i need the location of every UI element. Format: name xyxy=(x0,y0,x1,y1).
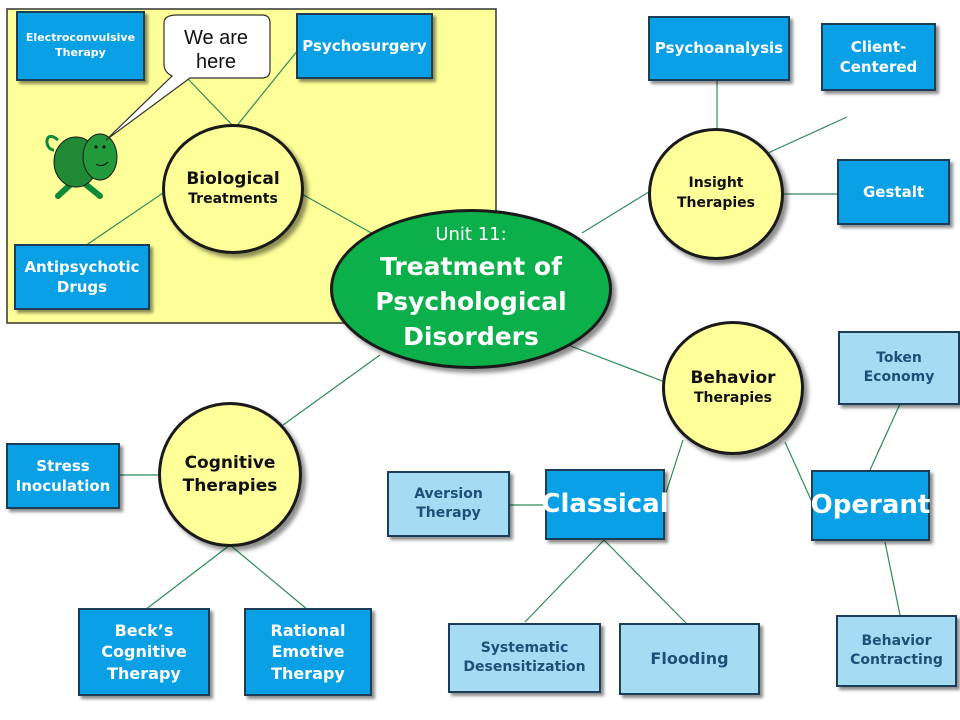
insight-label-line-2: Therapies xyxy=(676,195,755,211)
mascot-tail-icon xyxy=(45,135,59,152)
antipsychotic-label-line-1: Antipsychotic xyxy=(24,257,140,276)
behavior-contracting-label-line-1: Behavior xyxy=(861,633,932,650)
speech-callout-bubble xyxy=(105,14,271,141)
connector-behavior-operant xyxy=(784,441,813,503)
gestalt-box: Gestalt xyxy=(837,159,950,225)
mascot-eye-icon xyxy=(102,145,106,149)
gestalt-label: Gestalt xyxy=(862,182,925,201)
antipsychotic-label-line-2: Drugs xyxy=(56,278,108,296)
psychoanalysis-box: Psychoanalysis xyxy=(648,16,790,81)
classical-label: Classical xyxy=(541,488,669,519)
speech-callout: We are here xyxy=(105,14,271,141)
systematic-label-line-1: Systematic xyxy=(480,640,569,657)
rational-label-line-1: Rational xyxy=(270,620,346,640)
mascot-head-icon xyxy=(82,133,118,181)
operant-box: Operant xyxy=(811,470,930,541)
token-economy-label-line-1: Token xyxy=(876,350,922,367)
unit-title-line-3: Disorders xyxy=(403,322,539,351)
psychoanalysis-label: Psychoanalysis xyxy=(654,39,784,58)
operant-label: Operant xyxy=(810,489,931,520)
client-centered-label-line-2: Centered xyxy=(839,58,918,76)
biological-treatments-node: Biological Treatments xyxy=(162,124,304,254)
cognitive-label-line-1: Cognitive xyxy=(184,453,276,474)
green-elephant-mascot-icon xyxy=(45,133,118,199)
ect-label-line-2: Therapy xyxy=(55,46,106,59)
connector-classical-systematic xyxy=(524,539,605,623)
connector-biological-antipsychotic xyxy=(81,192,164,249)
connector-cognitive-becks xyxy=(144,544,231,611)
insight-therapies-node: Insight Therapies xyxy=(648,128,784,260)
psychosurgery-box: Psychosurgery xyxy=(296,13,433,79)
connector-center-behavior xyxy=(567,344,666,383)
callout-line-2: here xyxy=(196,51,236,73)
psychosurgery-label: Psychosurgery xyxy=(302,36,427,55)
mascot-eye-icon xyxy=(94,145,98,149)
connector-operant-contracting xyxy=(884,541,901,616)
behavior-label-line-1: Behavior xyxy=(690,368,776,389)
classical-box: Classical xyxy=(541,469,669,540)
flooding-label: Flooding xyxy=(650,649,729,669)
rational-label-line-3: Therapy xyxy=(271,663,345,683)
behavior-label-line-2: Therapies xyxy=(693,390,772,407)
mascot-leg-icon xyxy=(81,180,103,199)
cognitive-therapies-node: Cognitive Therapies xyxy=(158,402,302,547)
cognitive-label-line-2: Therapies xyxy=(182,475,278,496)
token-economy-label-line-2: Economy xyxy=(863,369,935,385)
client-centered-label-line-1: Client- xyxy=(850,37,907,56)
becks-label-line-2: Cognitive xyxy=(101,642,187,662)
unit-11-center-node: Unit 11: Treatment of Psychological Diso… xyxy=(330,209,612,369)
connector-token-operant xyxy=(869,403,901,471)
unit-number: Unit 11: xyxy=(435,224,507,245)
aversion-label-line-1: Aversion xyxy=(414,486,483,503)
connector-behavior-classical xyxy=(662,439,684,503)
insight-label-line-1: Insight xyxy=(688,175,744,192)
flooding-box: Flooding xyxy=(619,623,760,695)
connector-classical-flooding xyxy=(603,539,689,626)
mascot-leg-icon xyxy=(55,182,73,199)
connector-biological-center xyxy=(299,192,376,236)
biological-label-line-2: Treatments xyxy=(188,191,278,208)
callout-line-1: We are xyxy=(184,27,248,49)
aversion-label-line-2: Therapy xyxy=(416,505,481,521)
connectors xyxy=(81,49,901,626)
unit-title-line-1: Treatment of xyxy=(380,252,562,281)
connector-cognitive-rational xyxy=(229,544,309,611)
becks-label-line-1: Beck’s xyxy=(114,620,174,640)
unit-title-line-2: Psychological xyxy=(375,287,567,316)
connector-center-insight xyxy=(581,189,653,234)
behavior-contracting-label-line-2: Contracting xyxy=(850,652,943,668)
stress-label-line-2: Inoculation xyxy=(15,477,111,495)
biological-label-line-1: Biological xyxy=(186,169,280,190)
becks-label-line-3: Therapy xyxy=(107,663,181,683)
client-centered-box: Client- Centered xyxy=(821,23,936,91)
systematic-label-line-2: Desensitization xyxy=(463,659,586,675)
connector-center-cognitive xyxy=(282,354,381,426)
rational-label-line-2: Emotive xyxy=(271,642,345,662)
connector-insight-client-centered xyxy=(767,116,848,154)
connector-psychosurgery-biological xyxy=(234,49,299,129)
ect-label-line-1: Electroconvulsive xyxy=(25,31,136,45)
mascot-smile-icon xyxy=(95,161,109,167)
stress-label-line-1: Stress xyxy=(36,456,90,475)
behavior-therapies-node: Behavior Therapies xyxy=(662,321,804,455)
